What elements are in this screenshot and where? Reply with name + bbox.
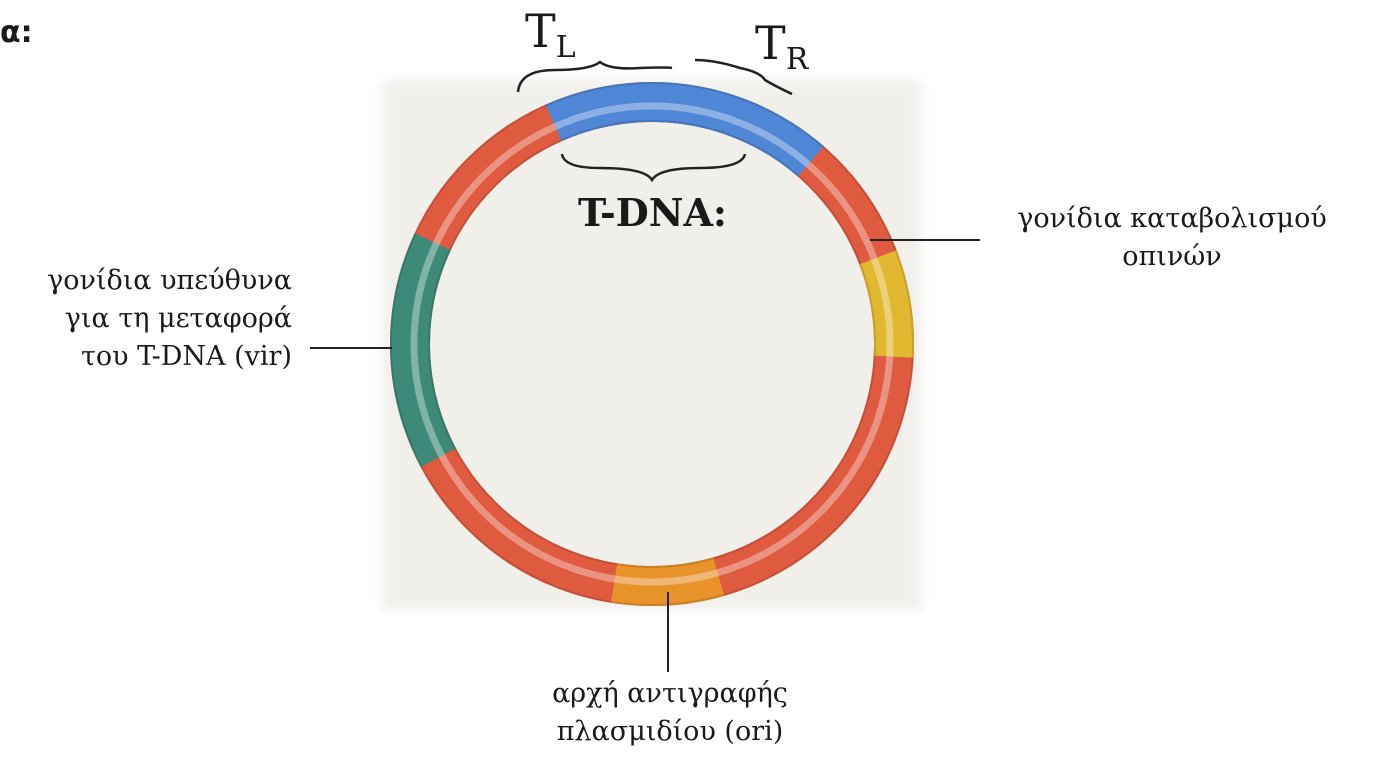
- ring-outer-edge: [390, 82, 914, 606]
- vir-segment: [390, 233, 457, 467]
- tl-brace: [516, 60, 673, 93]
- tr-brace: [694, 58, 793, 96]
- vir-label: γονίδια υπεύθυνα για τη μεταφορά του T-D…: [0, 262, 292, 376]
- t-dna-segment: [545, 82, 824, 177]
- ori-label-line-2: πλασμιδίου (ori): [556, 716, 784, 747]
- ori-segment: [610, 557, 725, 606]
- tr-border-label: TR: [755, 16, 809, 77]
- tdna-brace: [560, 153, 747, 183]
- ring-highlight: [410, 102, 894, 586]
- panel-label: α:: [0, 15, 33, 50]
- opine-label: γονίδια καταβολισμού οπινών: [972, 200, 1372, 276]
- vir-label-line-2: για τη μεταφορά: [64, 303, 292, 334]
- photo-background: [382, 80, 922, 610]
- vir-label-line-1: γονίδια υπεύθυνα: [47, 265, 292, 296]
- tl-border-label: TL: [525, 4, 576, 65]
- ring-inner-edge: [428, 120, 876, 568]
- vir-label-line-3: του T-DNA (vir): [80, 341, 292, 372]
- opine-segment: [859, 250, 915, 358]
- opine-label-line-2: οπινών: [1122, 241, 1222, 272]
- ori-label-line-1: αρχή αντιγραφής: [552, 678, 788, 709]
- ori-label: αρχή αντιγραφής πλασμιδίου (ori): [500, 675, 840, 751]
- tdna-label: T-DNA:: [578, 190, 727, 235]
- opine-label-line-1: γονίδια καταβολισμού: [1017, 203, 1327, 234]
- plasmid-ring: [390, 82, 915, 606]
